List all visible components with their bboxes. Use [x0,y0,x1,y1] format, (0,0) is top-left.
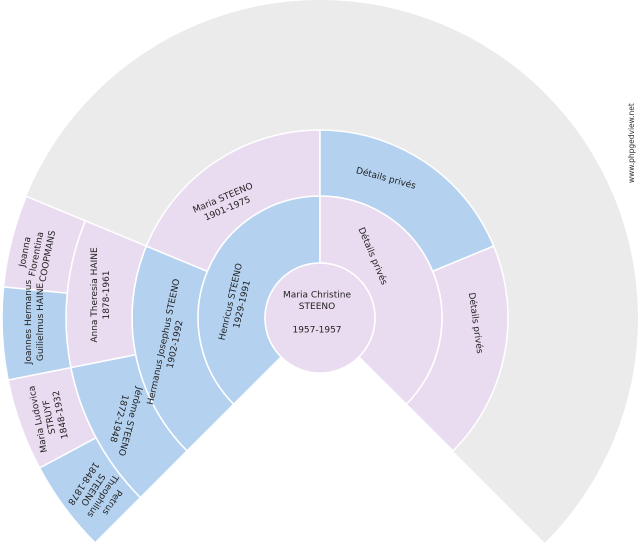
ancestor-label-line: Maria Christine [283,291,351,301]
website-credit: www.phpgedview.net [627,103,636,183]
ancestor-box-p10[interactable] [38,436,142,544]
ancestor-label-line: Guilielmus HAINE [36,283,46,362]
ancestor-label-line: STEENO [299,302,335,312]
ancestor-label-line: 1878-1961 [102,270,112,319]
ancestor-label-line: Anna Theresia HAINE [90,247,100,343]
ancestor-label-line: 1957-1957 [292,325,341,335]
ancestor-box-p7[interactable] [405,245,509,452]
ancestor-box-p11[interactable] [7,366,98,469]
ancestor-box-p12[interactable] [1,286,72,381]
ancestor-box-p6[interactable] [319,129,495,273]
ancestor-label-line: Joannes Hermanus [24,279,34,365]
root-person-box[interactable] [264,262,376,374]
ancestor-box-p13[interactable] [2,195,87,294]
